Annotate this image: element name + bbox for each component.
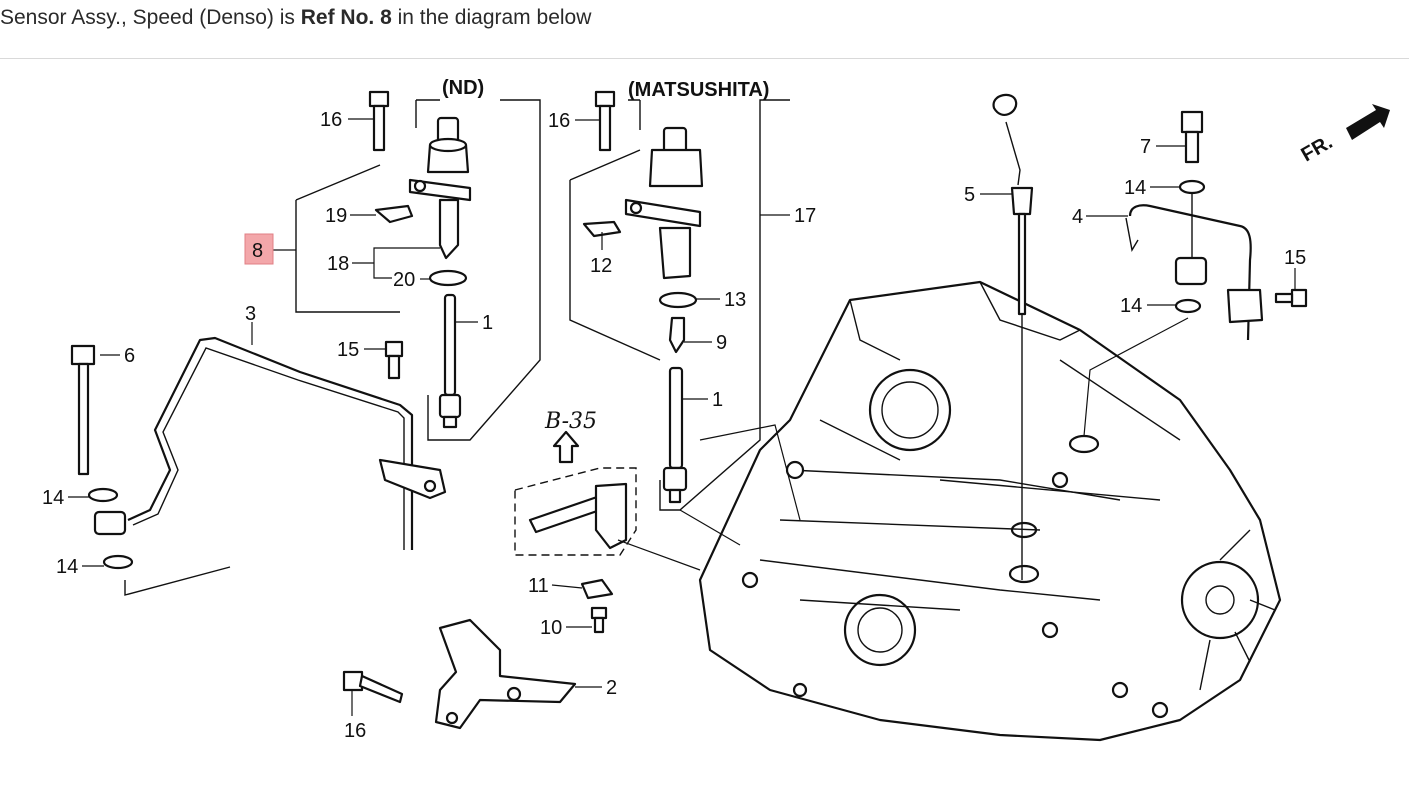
callout-2[interactable]: 2 bbox=[606, 677, 617, 699]
bolt-16-bottom bbox=[342, 670, 404, 704]
divider bbox=[0, 58, 1409, 59]
callout-10[interactable]: 10 bbox=[540, 617, 562, 639]
bolt-16-top-left bbox=[368, 90, 390, 152]
up-arrow-icon bbox=[552, 430, 580, 464]
callout-8-highlighted[interactable]: 8 bbox=[252, 240, 263, 262]
callout-1[interactable]: 1 bbox=[482, 312, 493, 334]
bolt-15-left bbox=[384, 340, 404, 380]
callout-15[interactable]: 15 bbox=[1284, 247, 1306, 269]
speedometer-cable bbox=[528, 482, 628, 550]
fitting-9 bbox=[668, 316, 686, 354]
callout-4[interactable]: 4 bbox=[1072, 206, 1083, 228]
bolt-15-right bbox=[1274, 288, 1308, 308]
callout-16[interactable]: 16 bbox=[344, 720, 366, 742]
callout-1[interactable]: 1 bbox=[712, 389, 723, 411]
speed-sensor-nd bbox=[408, 116, 472, 260]
nd-group: (ND) bbox=[295, 77, 541, 441]
callout-12[interactable]: 12 bbox=[590, 255, 612, 277]
clip-11 bbox=[580, 578, 614, 600]
matsushita-group: (MATSUSHITA) bbox=[569, 79, 790, 511]
callout-16[interactable]: 16 bbox=[320, 109, 342, 131]
speed-sensor-matsushita bbox=[624, 126, 704, 280]
callout-18[interactable]: 18 bbox=[327, 253, 349, 275]
callout-16[interactable]: 16 bbox=[548, 110, 570, 132]
callout-3[interactable]: 3 bbox=[245, 303, 256, 325]
clip-12 bbox=[582, 220, 622, 238]
front-arrow-icon bbox=[1346, 104, 1390, 140]
bolt-16-top-center bbox=[594, 90, 616, 152]
driven-gear-1-nd bbox=[438, 293, 462, 429]
callout-11[interactable]: 11 bbox=[528, 575, 549, 597]
parts-diagram: (ND) (MATSUSHITA) bbox=[42, 77, 1390, 742]
caption-suffix: in the diagram below bbox=[391, 6, 592, 29]
callout-20[interactable]: 20 bbox=[393, 269, 415, 291]
callout-6[interactable]: 6 bbox=[124, 345, 135, 367]
callout-14[interactable]: 14 bbox=[42, 487, 64, 509]
cable-bracket-box bbox=[514, 467, 637, 556]
callout-5[interactable]: 5 bbox=[964, 184, 975, 206]
bracket-2 bbox=[434, 618, 577, 730]
o-ring-13 bbox=[658, 291, 698, 309]
callout-9[interactable]: 9 bbox=[716, 332, 727, 354]
callout-14[interactable]: 14 bbox=[56, 556, 78, 578]
washer-14-c bbox=[1178, 179, 1206, 195]
nd-header: (ND) bbox=[442, 77, 484, 99]
breather-tube-4 bbox=[1125, 193, 1264, 341]
transmission-case bbox=[698, 280, 1282, 742]
matsushita-header: (MATSUSHITA) bbox=[628, 79, 769, 101]
bolt-10 bbox=[590, 606, 608, 634]
dipstick-5 bbox=[992, 93, 1034, 580]
front-direction-marker: FR. bbox=[1298, 104, 1390, 166]
callout-15[interactable]: 15 bbox=[337, 339, 359, 361]
callout-14[interactable]: 14 bbox=[1124, 177, 1146, 199]
page-caption: Sensor Assy., Speed (Denso) is Ref No. 8… bbox=[0, 6, 591, 30]
caption-ref-number: Ref No. 8 bbox=[300, 6, 392, 29]
callout-7[interactable]: 7 bbox=[1140, 136, 1151, 158]
washer-14-a bbox=[87, 487, 119, 503]
callout-13[interactable]: 13 bbox=[724, 289, 746, 311]
callout-labels: 8 16 19 18 20 1 15 3 6 14 14 16 12 13 9 … bbox=[42, 109, 1306, 742]
callout-14[interactable]: 14 bbox=[1120, 295, 1142, 317]
callout-19[interactable]: 19 bbox=[325, 205, 347, 227]
bolt-6 bbox=[70, 344, 96, 476]
front-label: FR. bbox=[1298, 131, 1337, 166]
breather-tube-3 bbox=[93, 336, 447, 550]
highlight-box bbox=[244, 233, 274, 265]
reference-page-label: B-35 bbox=[544, 409, 597, 434]
callout-17[interactable]: 17 bbox=[794, 205, 816, 227]
driven-gear-1-matsushita bbox=[662, 366, 688, 504]
washer-14-d bbox=[1174, 298, 1202, 314]
washer-14-b bbox=[102, 554, 134, 570]
callout-leaders bbox=[68, 118, 1296, 716]
caption-prefix: Sensor Assy., Speed (Denso) is bbox=[0, 6, 301, 29]
bolt-7 bbox=[1180, 110, 1204, 164]
clip-19 bbox=[374, 204, 414, 224]
o-ring-20 bbox=[428, 269, 468, 287]
